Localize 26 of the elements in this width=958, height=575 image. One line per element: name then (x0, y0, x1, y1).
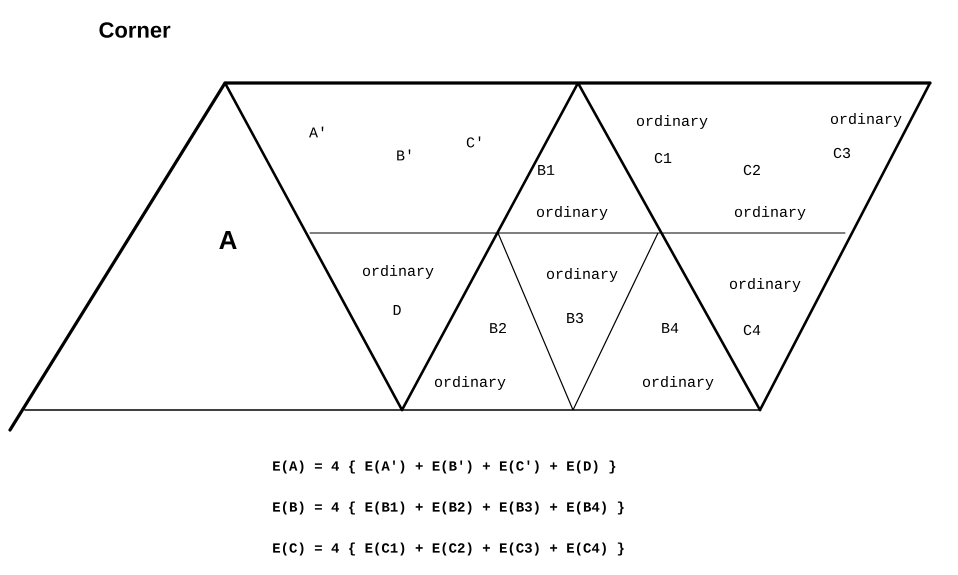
region-label: C2 (744, 164, 760, 176)
equation: E(B) = 4 { E(B1) + E(B2) + E(B3) + E(B4) } (273, 501, 624, 515)
region-label: B2 (490, 322, 506, 333)
region-label: ordinary (362, 265, 434, 279)
region-label: C1 (654, 152, 672, 164)
region-label: C3 (834, 148, 850, 158)
region-label: ordinary (536, 206, 608, 220)
region-label: ordinary (546, 268, 618, 282)
region-label: ordinary (830, 113, 902, 127)
region-label: ordinary (636, 115, 708, 129)
region-label: C′ (466, 136, 480, 148)
region-label: ordinary (730, 278, 800, 292)
region-label: B1 (538, 165, 554, 175)
region-label: A′ (309, 126, 324, 138)
equation: E(A) = 4 { E(A′) + E(B′) + E(C′) + E(D) } (273, 460, 616, 474)
region-label: B′ (397, 150, 410, 160)
region-label: ordinary (734, 206, 806, 220)
region-label: B3 (567, 312, 584, 324)
region-label: ordinary (642, 376, 714, 390)
region-label: ordinary (434, 376, 506, 390)
region-label: C4 (744, 324, 760, 336)
title: Corner (99, 22, 170, 38)
region-label: D (394, 305, 401, 315)
region-letter: A (219, 231, 237, 249)
region-label: B4 (662, 323, 678, 333)
equation: E(C) = 4 { E(C1) + E(C2) + E(C3) + E(C4) } (273, 542, 624, 556)
